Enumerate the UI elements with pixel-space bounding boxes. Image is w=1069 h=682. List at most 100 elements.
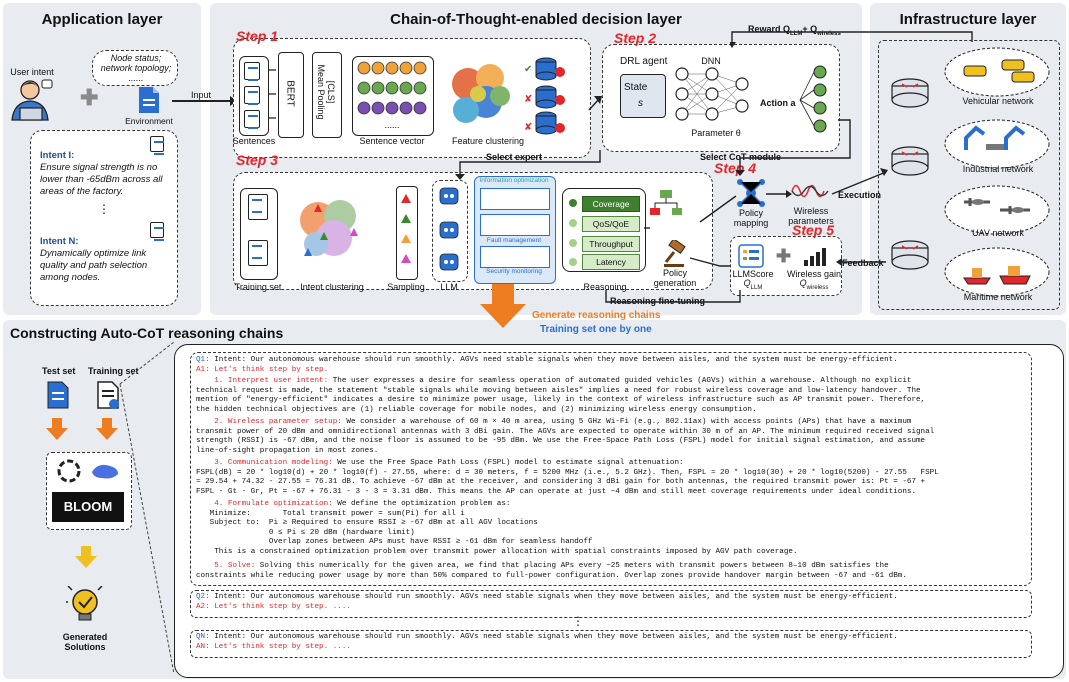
reward-label: Reward QLLM+ Qwireless	[748, 24, 841, 37]
wireless-gain-text: Wireless gain	[786, 269, 842, 279]
s4-l4: 0 ≤ Pi ≤ 20 dBm (hardware limit)	[196, 528, 415, 537]
bloom-logo: BLOOM	[52, 492, 124, 522]
qos-item: QoS/QoE	[582, 216, 640, 232]
action-label: Action a	[760, 98, 796, 108]
qw-text: Q	[799, 278, 807, 288]
sampling-triangles	[401, 194, 411, 263]
llmscore-text: LLMScore	[732, 269, 774, 279]
chain-an-box	[190, 630, 1032, 658]
node-ellipsis: ......	[128, 73, 144, 83]
s1-l2: technical request is made, the statement…	[196, 386, 921, 395]
policy-tree-icon	[650, 190, 682, 215]
drl-agent-label: DRL agent	[620, 56, 668, 67]
fault-mgmt-label: Fault management	[486, 237, 542, 244]
reasoning-bullets	[569, 199, 577, 266]
lightbulb-icon	[66, 586, 103, 621]
policy-mapping-label: Policy mapping	[733, 208, 769, 228]
down-arrows-1	[46, 418, 118, 440]
intent-ellipsis: ⋮	[98, 202, 110, 216]
reasoning-label: Reasoning	[583, 282, 627, 292]
s2-l1: We consider a warehouse of 60 m × 40 m a…	[341, 418, 912, 426]
qn-text: Intent: Our autonomous warehouse should …	[209, 633, 898, 641]
chain-a1: A1: Let's think step by step.	[196, 366, 329, 374]
network-topology-line: network topology;	[100, 63, 172, 73]
latency-item: Latency	[582, 254, 640, 270]
feedback-label: Feedback	[842, 258, 884, 268]
action-output-nodes	[799, 65, 827, 133]
q2-text: Intent: Our autonomous warehouse should …	[209, 593, 898, 601]
qllm-text: Q	[743, 278, 751, 288]
user-icon	[11, 79, 53, 121]
intent-1-doc-icon	[150, 136, 164, 155]
sentences-label: Sentences	[232, 136, 276, 146]
user-intent-label: User intent	[10, 67, 54, 77]
step1-label: Step 1	[236, 28, 279, 44]
s5-l2: constraints while reducing power usage b…	[196, 571, 907, 580]
q1-tag: Q1:	[196, 356, 210, 364]
chain-step2: 2. Wireless parameter setup: We consider…	[196, 418, 1046, 456]
s2-l3: strength (RSSI) is -67 dBm, and the nois…	[196, 437, 926, 446]
node-status-text: Node status; network topology; ......	[96, 53, 176, 83]
test-set-icon	[47, 381, 69, 409]
chain-step3: 3. Communication modeling: We use the Fr…	[196, 459, 1046, 497]
s2-title: 2. Wireless parameter setup:	[214, 418, 342, 426]
step3-label: Step 3	[236, 152, 279, 168]
s5-title: 5. Solve:	[214, 562, 256, 570]
callout-lines	[119, 341, 175, 675]
s3-l1: We use the Free Space Path Loss (FSPL) m…	[332, 459, 684, 467]
maritime-network-label: Maritime network	[963, 292, 1033, 302]
qn-tag: QN:	[196, 633, 210, 641]
s4-l2: Minimize: Total transmit power = sum(Pi)…	[196, 509, 465, 518]
chain-a1-box	[190, 352, 1032, 586]
sentence-doc-icon-1	[244, 62, 260, 81]
reward-sub-wireless: wireless	[817, 30, 841, 37]
s4-l5: Overlap zones between APs must have RSSI…	[196, 538, 593, 547]
info-opt-label: Information optimization	[479, 177, 549, 184]
industrial-robot-icons	[964, 125, 1026, 150]
throughput-item: Throughput	[582, 236, 640, 252]
industrial-network-label: Industrial network	[962, 164, 1034, 174]
s2-l2: transmit power of 20 dBm and omnidirecti…	[196, 427, 935, 436]
intent-1: Intent I: Ensure signal strength is no l…	[40, 150, 168, 198]
svg-text:✔: ✔	[524, 64, 532, 75]
s1-l4: the hidden technical objectives are (1) …	[196, 405, 757, 414]
uav-icons	[964, 198, 1030, 214]
q1-text: Intent: Our autonomous warehouse should …	[209, 356, 898, 364]
intent-n-doc-icon	[150, 222, 164, 241]
cot-layer-title: Chain-of-Thought-enabled decision layer	[390, 11, 682, 28]
environment-label: Environment	[125, 116, 173, 126]
dnn-label: DNN	[701, 56, 721, 66]
training-doc-icon-1	[248, 194, 268, 220]
select-cot-label: Select CoT module	[700, 152, 782, 162]
chain-step1: 1. Interpret user intent: The user expre…	[196, 377, 1046, 415]
policy-generation-label: Policy generation	[653, 268, 697, 288]
reward-arrow	[730, 31, 973, 48]
uav-network-label: UAV network	[972, 228, 1024, 238]
execution-label: Execution	[838, 190, 882, 200]
parameter-label: Parameter θ	[691, 128, 741, 138]
svg-text:✘: ✘	[524, 122, 532, 133]
bert-block	[278, 52, 304, 138]
expert-databases: ✔✘✘	[524, 57, 565, 135]
module-box-2	[480, 214, 550, 236]
select-expert-label: Select expert	[486, 152, 543, 162]
generate-label: Generate reasoning chains	[532, 310, 661, 321]
chain-qn: QN: Intent: Our autonomous warehouse sho…	[196, 633, 1046, 643]
s4-l1: We define the optimization problem as:	[332, 500, 511, 508]
state-label: State	[624, 82, 648, 93]
s3-l2: FSPL(dB) = 20 * log10(d) + 20 * log10(f)…	[196, 468, 939, 477]
training-set-label: Training set	[234, 282, 282, 292]
infra-network-box	[878, 40, 1060, 310]
document-icon	[139, 87, 159, 113]
sentence-vector-dots: ......	[357, 61, 427, 130]
node-status-bubble	[92, 50, 178, 86]
llm-robot-icons	[439, 187, 459, 271]
s4-l3: Subject to: Pi ≥ Required to ensure RSSI…	[196, 519, 538, 528]
coverage-item: Coverage	[582, 196, 640, 212]
down-arrow-2	[75, 546, 97, 568]
autocot-title: Constructing Auto-CoT reasoning chains	[10, 325, 284, 341]
intent-n-text: Dynamically optimize link quality and pa…	[40, 248, 148, 283]
qw-sub: wireless	[806, 284, 829, 291]
s1-title: 1. Interpret user intent:	[214, 377, 329, 385]
infra-routers	[891, 78, 929, 270]
